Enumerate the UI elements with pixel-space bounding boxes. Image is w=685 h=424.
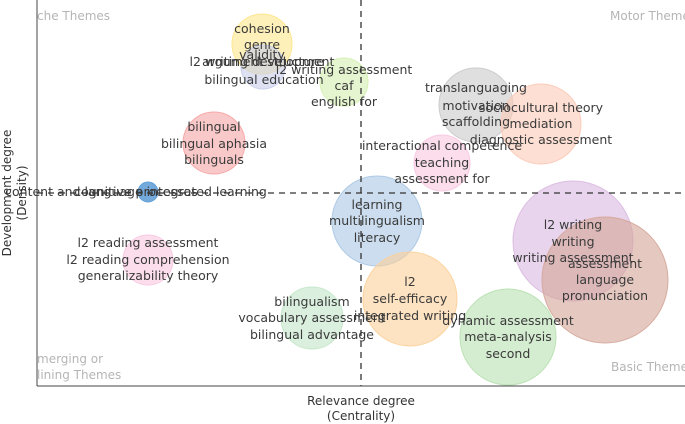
bubble-2-label-2: l2 writing development [190,54,335,69]
bubble-1-label-2: genre [244,37,280,52]
bubble-11-label-1: assessment [568,256,642,271]
bubble-2-label-1: argument structure [202,54,324,69]
bubble-11-label-2: language [576,272,635,287]
x-axis-title-line-2: (Centrality) [327,409,395,423]
bubble-10-label-2: writing [551,234,594,249]
bubble-11-label-3: pronunciation [562,288,648,303]
bubble-14-label-1: bilingualism [274,294,349,309]
bubble-14-label-3: bilingual advantage [250,327,374,342]
bubble-3-label-1: l2 writing assessment [276,62,413,77]
bubble-4-label-2: bilingual aphasia [161,136,267,151]
quadrant-label-bottom-right: Basic Theme [611,360,685,374]
x-axis-title-line-1: Relevance degree [307,394,415,408]
quadrant-label-top-right: Motor Theme [610,9,685,23]
bubble-14 [280,286,344,350]
bubble-3-label-2: caf [335,78,355,93]
bubble-13-label-3: integrated writing [354,308,466,323]
bubble-8 [137,181,159,203]
bubble-1-label-1: cohesion [234,21,290,36]
bubble-2-label-3: bilingual education [204,72,323,87]
bubble-13 [362,251,458,347]
bubble-1-label-3: validity [239,47,285,62]
bubble-15-label-2: meta-analysis [464,329,552,344]
axis-titles: Relevance degree(Centrality) Development … [0,130,415,423]
bubble-12-label-2: l2 reading comprehension [66,252,229,267]
bubble-5-label-2: motivation [442,98,509,113]
bubble-3-label-3: english for [311,94,378,109]
bubble-7-label-1: interactional competence [362,138,522,153]
bubble-13-label-1: l2 [404,274,415,289]
bubble-2 [240,44,286,90]
bubble-13-label-2: self-efficacy [373,291,448,306]
bubble-8-label-1: content and language integrated learning [5,184,267,199]
bubble-14-label-2: vocabulary assessment [238,310,385,325]
bubble-3 [319,57,369,107]
bubble-15-label-1: dynamic assessment [442,313,574,328]
bubble-6-label-1: sociocultural theory [479,100,604,115]
bubble-4-label-1: bilingual [187,119,240,134]
bubble-6-label-2: mediation [510,116,573,131]
y-axis-title-line-1: Development degree [0,130,14,257]
bubble-4 [182,111,246,175]
bubble-15 [459,288,557,386]
bubble-9-label-2: multilingualism [329,213,425,228]
y-axis-title-line-2: (Density) [15,166,29,221]
bubble-5-label-1: translanguaging [425,80,527,95]
bubble-15-label-3: second [486,346,531,361]
bubble-8-label-2: cognitive processes [74,184,198,199]
bubble-10-label-3: writing assessment [512,250,633,265]
bubble-7 [413,134,471,192]
quadrant-label-bottom-left-2: lining Themes [37,368,121,382]
bubble-9-label-1: learning [352,197,403,212]
bubble-7-label-2: teaching [415,155,469,170]
bubble-5-label-3: scaffolding [442,114,510,129]
bubble-12-label-3: generalizability theory [78,268,219,283]
quadrant-label-bottom-left-1: merging or [37,352,103,366]
quadrant-label-top-left: che Themes [37,9,110,23]
bubble-10-label-1: l2 writing [544,217,602,232]
bubble-9-label-3: literacy [354,230,401,245]
bubble-12 [122,234,174,286]
bubble-4-label-3: bilinguals [184,152,244,167]
bubbles-layer [122,13,669,386]
quadrant-labels: che Themes Motor Theme merging or lining Th… [37,9,685,382]
bubble-7-label-3: assessment for [394,171,490,186]
bubble-6 [500,83,582,165]
quadrant-dividers [37,0,685,386]
bubble-11 [541,216,669,344]
axes [36,0,685,387]
bubble-6-label-3: diagnostic assessment [470,132,612,147]
bubble-12-label-1: l2 reading assessment [78,235,219,250]
